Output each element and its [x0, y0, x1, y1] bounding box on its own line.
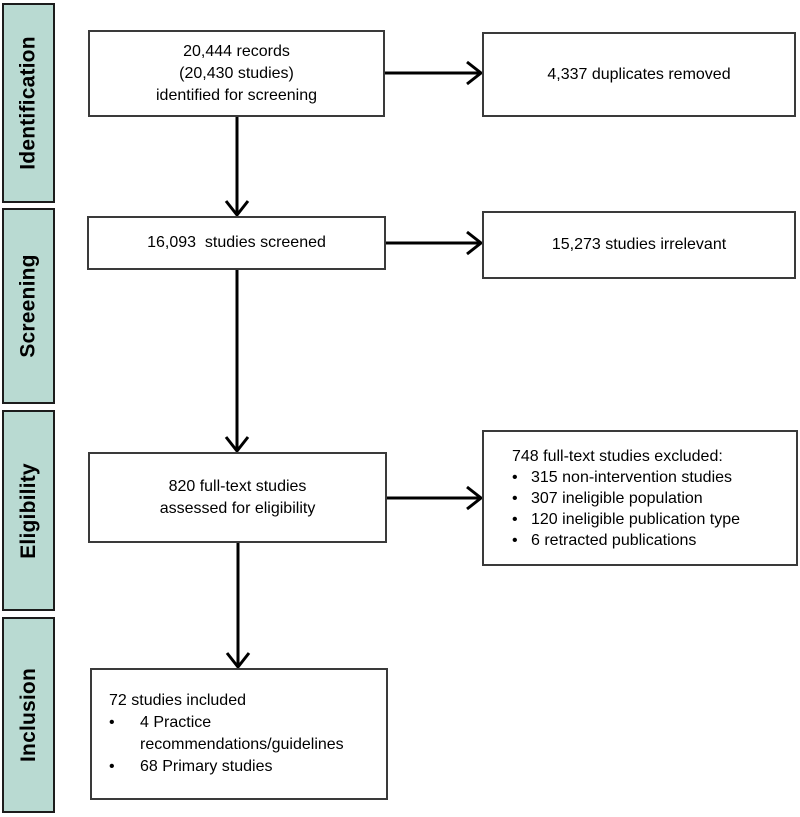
duplicates-text: 4,337 duplicates removed: [547, 65, 731, 83]
arrow-fulltext-to-excluded: [387, 485, 484, 511]
bullet-icon: •: [109, 714, 115, 731]
included-bullet-1: 4 Practice recommendations/guidelines: [140, 714, 344, 753]
excluded-bullet-3: 120 ineligible publication type: [531, 510, 741, 528]
bullet-icon: •: [512, 468, 518, 486]
stage-label-screening: Screening: [16, 254, 40, 358]
fulltext-excluded-box: 748 full-text studies excluded: • 315 no…: [482, 430, 798, 566]
bullet-icon: •: [512, 510, 518, 528]
bullet-icon: •: [512, 531, 518, 549]
excluded-bullet-4: 6 retracted publications: [531, 531, 697, 549]
records-line-1: 20,444 records: [183, 42, 290, 60]
arrow-records-to-screened: [224, 117, 250, 218]
excluded-bullet-item: • 315 non-intervention studies: [512, 467, 790, 488]
bullet-icon: •: [109, 758, 115, 775]
studies-included-box: 72 studies included • 4 Practice recomme…: [90, 668, 388, 800]
records-line-3: identified for screening: [156, 86, 317, 104]
stage-label-inclusion: Inclusion: [16, 668, 40, 762]
excluded-bullet-item: • 120 ineligible publication type: [512, 509, 790, 530]
records-identified-box: 20,444 records (20,430 studies) identifi…: [88, 30, 385, 117]
stage-screening: Screening: [2, 208, 55, 404]
arrow-fulltext-to-included: [225, 543, 251, 670]
fulltext-assessed-box: 820 full-text studies assessed for eligi…: [88, 452, 387, 543]
stage-label-identification: Identification: [16, 36, 40, 170]
excluded-bullet-item: • 6 retracted publications: [512, 530, 790, 551]
irrelevant-text: 15,273 studies irrelevant: [551, 236, 727, 253]
fulltext-line-2: assessed for eligibility: [159, 499, 316, 517]
included-bullet-2: 68 Primary studies: [140, 758, 273, 775]
excluded-heading: 748 full-text studies excluded:: [512, 447, 723, 465]
excluded-bullet-item: • 307 ineligible population: [512, 488, 790, 509]
fulltext-line-1: 820 full-text studies: [168, 477, 307, 495]
included-heading: 72 studies included: [109, 692, 246, 709]
duplicates-removed-box: 4,337 duplicates removed: [482, 32, 796, 117]
records-line-2: (20,430 studies): [179, 64, 294, 82]
excluded-bullet-1: 315 non-intervention studies: [531, 468, 733, 486]
arrow-records-to-duplicates: [385, 60, 484, 86]
stage-inclusion: Inclusion: [2, 617, 55, 813]
stage-eligibility: Eligibility: [2, 410, 55, 611]
included-bullet-item: • 4 Practice recommendations/guidelines: [109, 712, 380, 756]
stage-identification: Identification: [2, 3, 55, 203]
screened-text: 16,093 studies screened: [147, 234, 326, 251]
bullet-icon: •: [512, 489, 518, 507]
studies-screened-box: 16,093 studies screened: [87, 216, 386, 270]
arrow-screened-to-fulltext: [224, 270, 250, 454]
included-bullet-item: • 68 Primary studies: [109, 756, 380, 778]
excluded-bullet-2: 307 ineligible population: [531, 489, 703, 507]
stage-label-eligibility: Eligibility: [16, 462, 40, 559]
studies-irrelevant-box: 15,273 studies irrelevant: [482, 211, 796, 279]
arrow-screened-to-irrelevant: [386, 230, 484, 256]
